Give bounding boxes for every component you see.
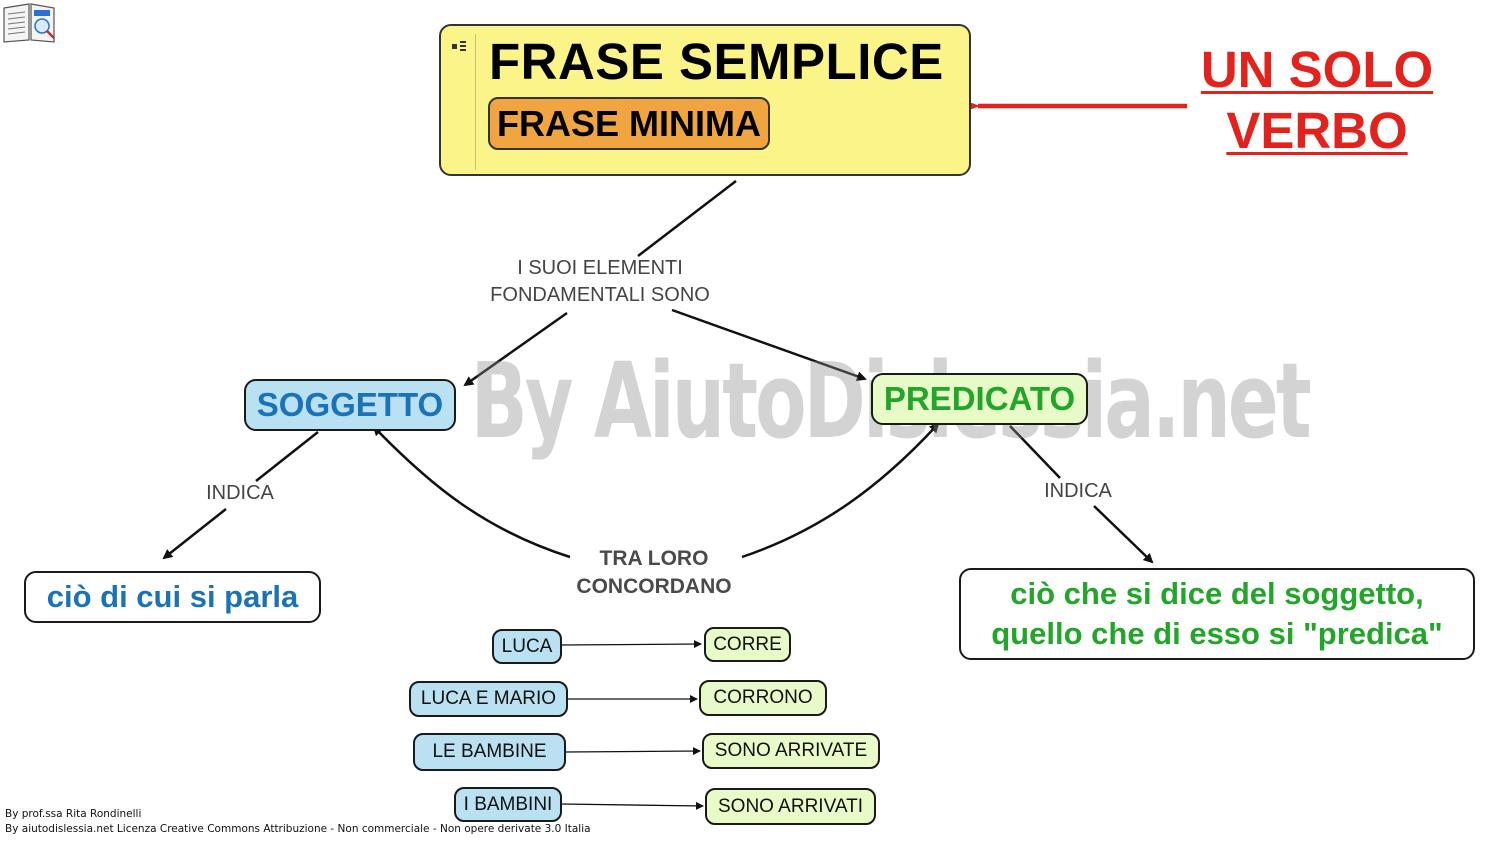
predicato-node[interactable]: PREDICATO xyxy=(871,373,1088,425)
link-label-concord: TRA LORO CONCORDANO xyxy=(520,545,788,601)
link-elements-to-soggetto xyxy=(463,311,568,387)
soggetto-desc-node[interactable]: ciò di cui si parla xyxy=(24,571,321,623)
link-elements-to-predicato xyxy=(671,308,867,382)
example-subject-1[interactable]: LUCA xyxy=(492,629,562,664)
link-concord-to-predicato xyxy=(741,422,940,559)
main-node[interactable]: FRASE SEMPLICE FRASE MINIMA xyxy=(439,24,971,176)
main-node-divider xyxy=(475,34,476,170)
example-arrow-3 xyxy=(564,747,701,756)
link-label-elements: I SUOI ELEMENTI FONDAMENTALI SONO xyxy=(440,255,760,309)
predicato-label: PREDICATO xyxy=(883,380,1076,417)
example-subject-1-text: LUCA xyxy=(501,635,553,657)
link-label-concord-line1: TRA LORO xyxy=(599,547,709,570)
example-verb-2[interactable]: CORRONO xyxy=(699,680,827,716)
soggetto-node[interactable]: SOGGETTO xyxy=(244,379,456,431)
example-arrow-1 xyxy=(560,640,702,649)
node-collapse-icon[interactable] xyxy=(452,41,468,53)
link-label-concord-line2: CONCORDANO xyxy=(576,575,732,598)
link-main-to-elements xyxy=(637,180,737,257)
example-subject-3-text: LE BAMBINE xyxy=(432,741,547,762)
example-arrow-4 xyxy=(560,801,704,810)
example-verb-4-text: SONO ARRIVATI xyxy=(718,795,863,817)
example-verb-1-text: CORRE xyxy=(713,633,782,655)
predicato-desc-line1: ciò che si dice del soggetto, xyxy=(1010,576,1424,611)
example-verb-4[interactable]: SONO ARRIVATI xyxy=(705,788,876,825)
example-verb-2-text: CORRONO xyxy=(713,687,813,708)
main-node-subtitle[interactable]: FRASE MINIMA xyxy=(488,97,770,150)
callout-line1: UN SOLO xyxy=(1200,41,1434,98)
main-node-title: FRASE SEMPLICE xyxy=(489,33,944,90)
example-subject-2-text: LUCA E MARIO xyxy=(420,688,557,709)
link-label-indica-right: INDICA xyxy=(1044,480,1112,502)
example-subject-2[interactable]: LUCA E MARIO xyxy=(409,681,568,717)
example-verb-3[interactable]: SONO ARRIVATE xyxy=(702,733,880,769)
soggetto-label: SOGGETTO xyxy=(256,386,444,423)
link-soggetto-to-indica xyxy=(255,431,319,482)
link-indica-to-soggetto-desc xyxy=(162,508,227,560)
example-subject-4[interactable]: I BAMBINI xyxy=(454,787,562,822)
link-concord-to-soggetto xyxy=(372,425,571,559)
link-predicato-to-indica xyxy=(1009,425,1061,479)
soggetto-desc-text: ciò di cui si parla xyxy=(46,579,299,614)
link-label-indica-left: INDICA xyxy=(206,482,274,504)
example-subject-4-text: I BAMBINI xyxy=(463,793,553,815)
example-subject-3[interactable]: LE BAMBINE xyxy=(413,733,566,771)
predicato-desc-node[interactable]: ciò che si dice del soggetto, quello che… xyxy=(959,568,1475,660)
predicato-desc-line2: quello che di esso si "predica" xyxy=(991,616,1443,651)
callout-line2: VERBO xyxy=(1226,102,1408,159)
book-logo-icon xyxy=(2,2,58,44)
example-verb-1[interactable]: CORRE xyxy=(704,627,791,662)
example-verb-3-text: SONO ARRIVATE xyxy=(714,740,868,761)
link-label-elements-line1: I SUOI ELEMENTI xyxy=(517,257,683,279)
footer-author: By prof.ssa Rita Rondinelli xyxy=(5,808,142,820)
link-indica-to-predicato-desc xyxy=(1093,505,1154,564)
footer-license: By aiutodislessia.net Licenza Creative C… xyxy=(5,823,591,835)
link-label-elements-line2: FONDAMENTALI SONO xyxy=(490,284,710,306)
